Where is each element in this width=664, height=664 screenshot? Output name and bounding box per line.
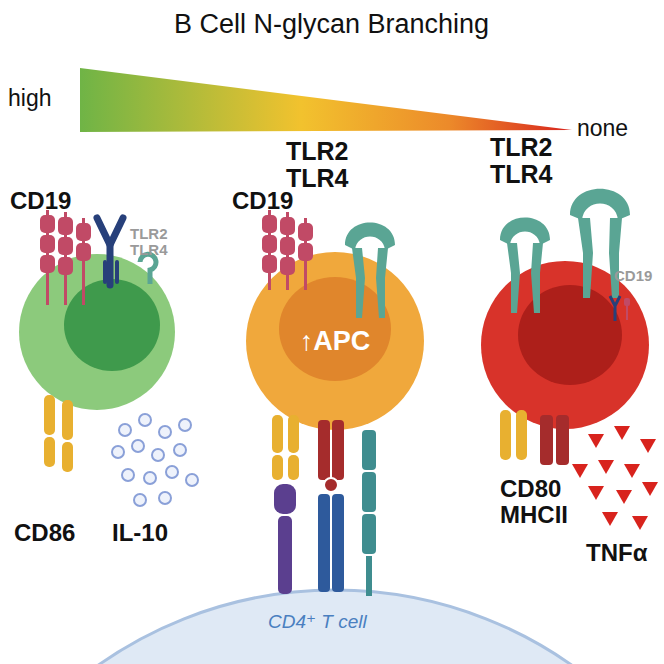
apc-b-cell: ↑APC [245,251,425,431]
gradient-wedge [80,68,572,132]
molecule-label: high [8,86,51,111]
molecule-label: none [577,116,628,141]
tnf-triangle [572,464,588,478]
molecule-label: CD80 MHCII [500,476,568,528]
molecule-label: IL-10 [112,520,168,546]
tnf-triangle [588,434,604,448]
tnf-triangle [624,464,640,478]
title: B Cell N-glycan Branching [174,10,489,39]
cd86-left [44,395,73,472]
tnf-triangle [632,516,648,530]
nucleus [64,279,160,371]
molecule-label: TLR2 TLR4 [490,134,553,188]
synapse-mid [272,415,376,596]
il10-dots [112,414,198,506]
tnf-triangle [642,482,658,496]
b-cell-none [481,261,649,429]
cell-text-box: ↑APC [245,251,425,431]
tlr-trace-left [140,254,156,284]
tnf-triangle [614,426,630,440]
tnf-triangle [588,486,604,500]
t-cell [0,590,664,664]
tnf-triangles [572,426,658,530]
molecule-label: TNFα [586,540,647,566]
tnf-triangle [598,460,614,474]
tnf-triangle [602,512,618,526]
molecule-label: CD86 [14,520,75,546]
molecule-label: CD4⁺ T cell [268,612,367,633]
tnf-triangle [640,439,656,453]
cell-label: ↑APC [300,326,371,357]
molecule-label: CD19 [614,268,652,284]
b-cell-high [19,254,175,410]
tlr-right [500,189,630,313]
cd19-left [40,210,91,305]
bcr-left [97,218,123,285]
molecule-label: TLR2 TLR4 [130,226,168,258]
tnf-triangle [616,490,632,504]
cd80-mhcii-right [500,410,569,465]
bcr-cd19-right [610,296,630,321]
cd19-mid [262,210,313,290]
molecule-label: TLR2 TLR4 [286,138,349,192]
molecule-label: CD19 [232,188,293,214]
molecule-label: CD19 [10,188,71,214]
